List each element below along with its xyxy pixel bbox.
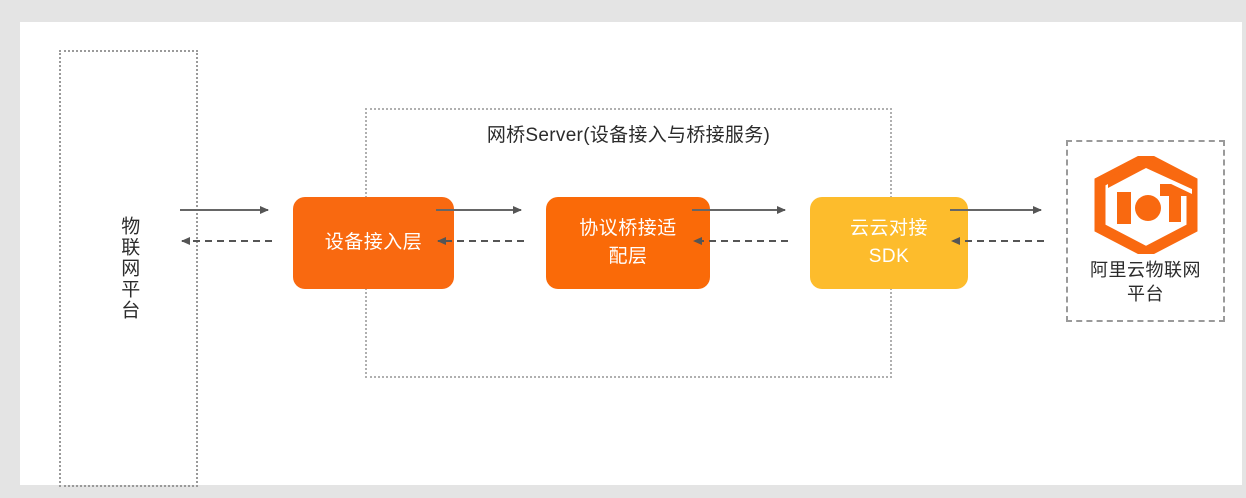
right-endpoint-aliyun-iot-platform: 阿里云物联网 平台 — [1066, 140, 1225, 322]
left-endpoint-label: 物联网平台 — [118, 216, 140, 321]
left-endpoint-iot-platform: 物联网平台 — [59, 50, 198, 487]
node-device-access-layer[interactable]: 设备接入层 — [293, 197, 454, 289]
right-endpoint-label: 阿里云物联网 平台 — [1090, 258, 1201, 307]
right-endpoint-label-line2: 平台 — [1127, 284, 1164, 304]
node-cloud-to-cloud-sdk[interactable]: 云云对接 SDK — [810, 197, 968, 289]
right-endpoint-label-line1: 阿里云物联网 — [1090, 259, 1201, 280]
node-protocol-bridge-adaptation-layer[interactable]: 协议桥接适 配层 — [546, 197, 710, 289]
diagram-panel: 物联网平台 网桥Server(设备接入与桥接服务) 设备接入层 协议桥接适 配层… — [20, 22, 1242, 487]
iot-hexagon-logo-icon — [1094, 155, 1197, 254]
bridge-server-title: 网桥Server(设备接入与桥接服务) — [486, 125, 771, 146]
